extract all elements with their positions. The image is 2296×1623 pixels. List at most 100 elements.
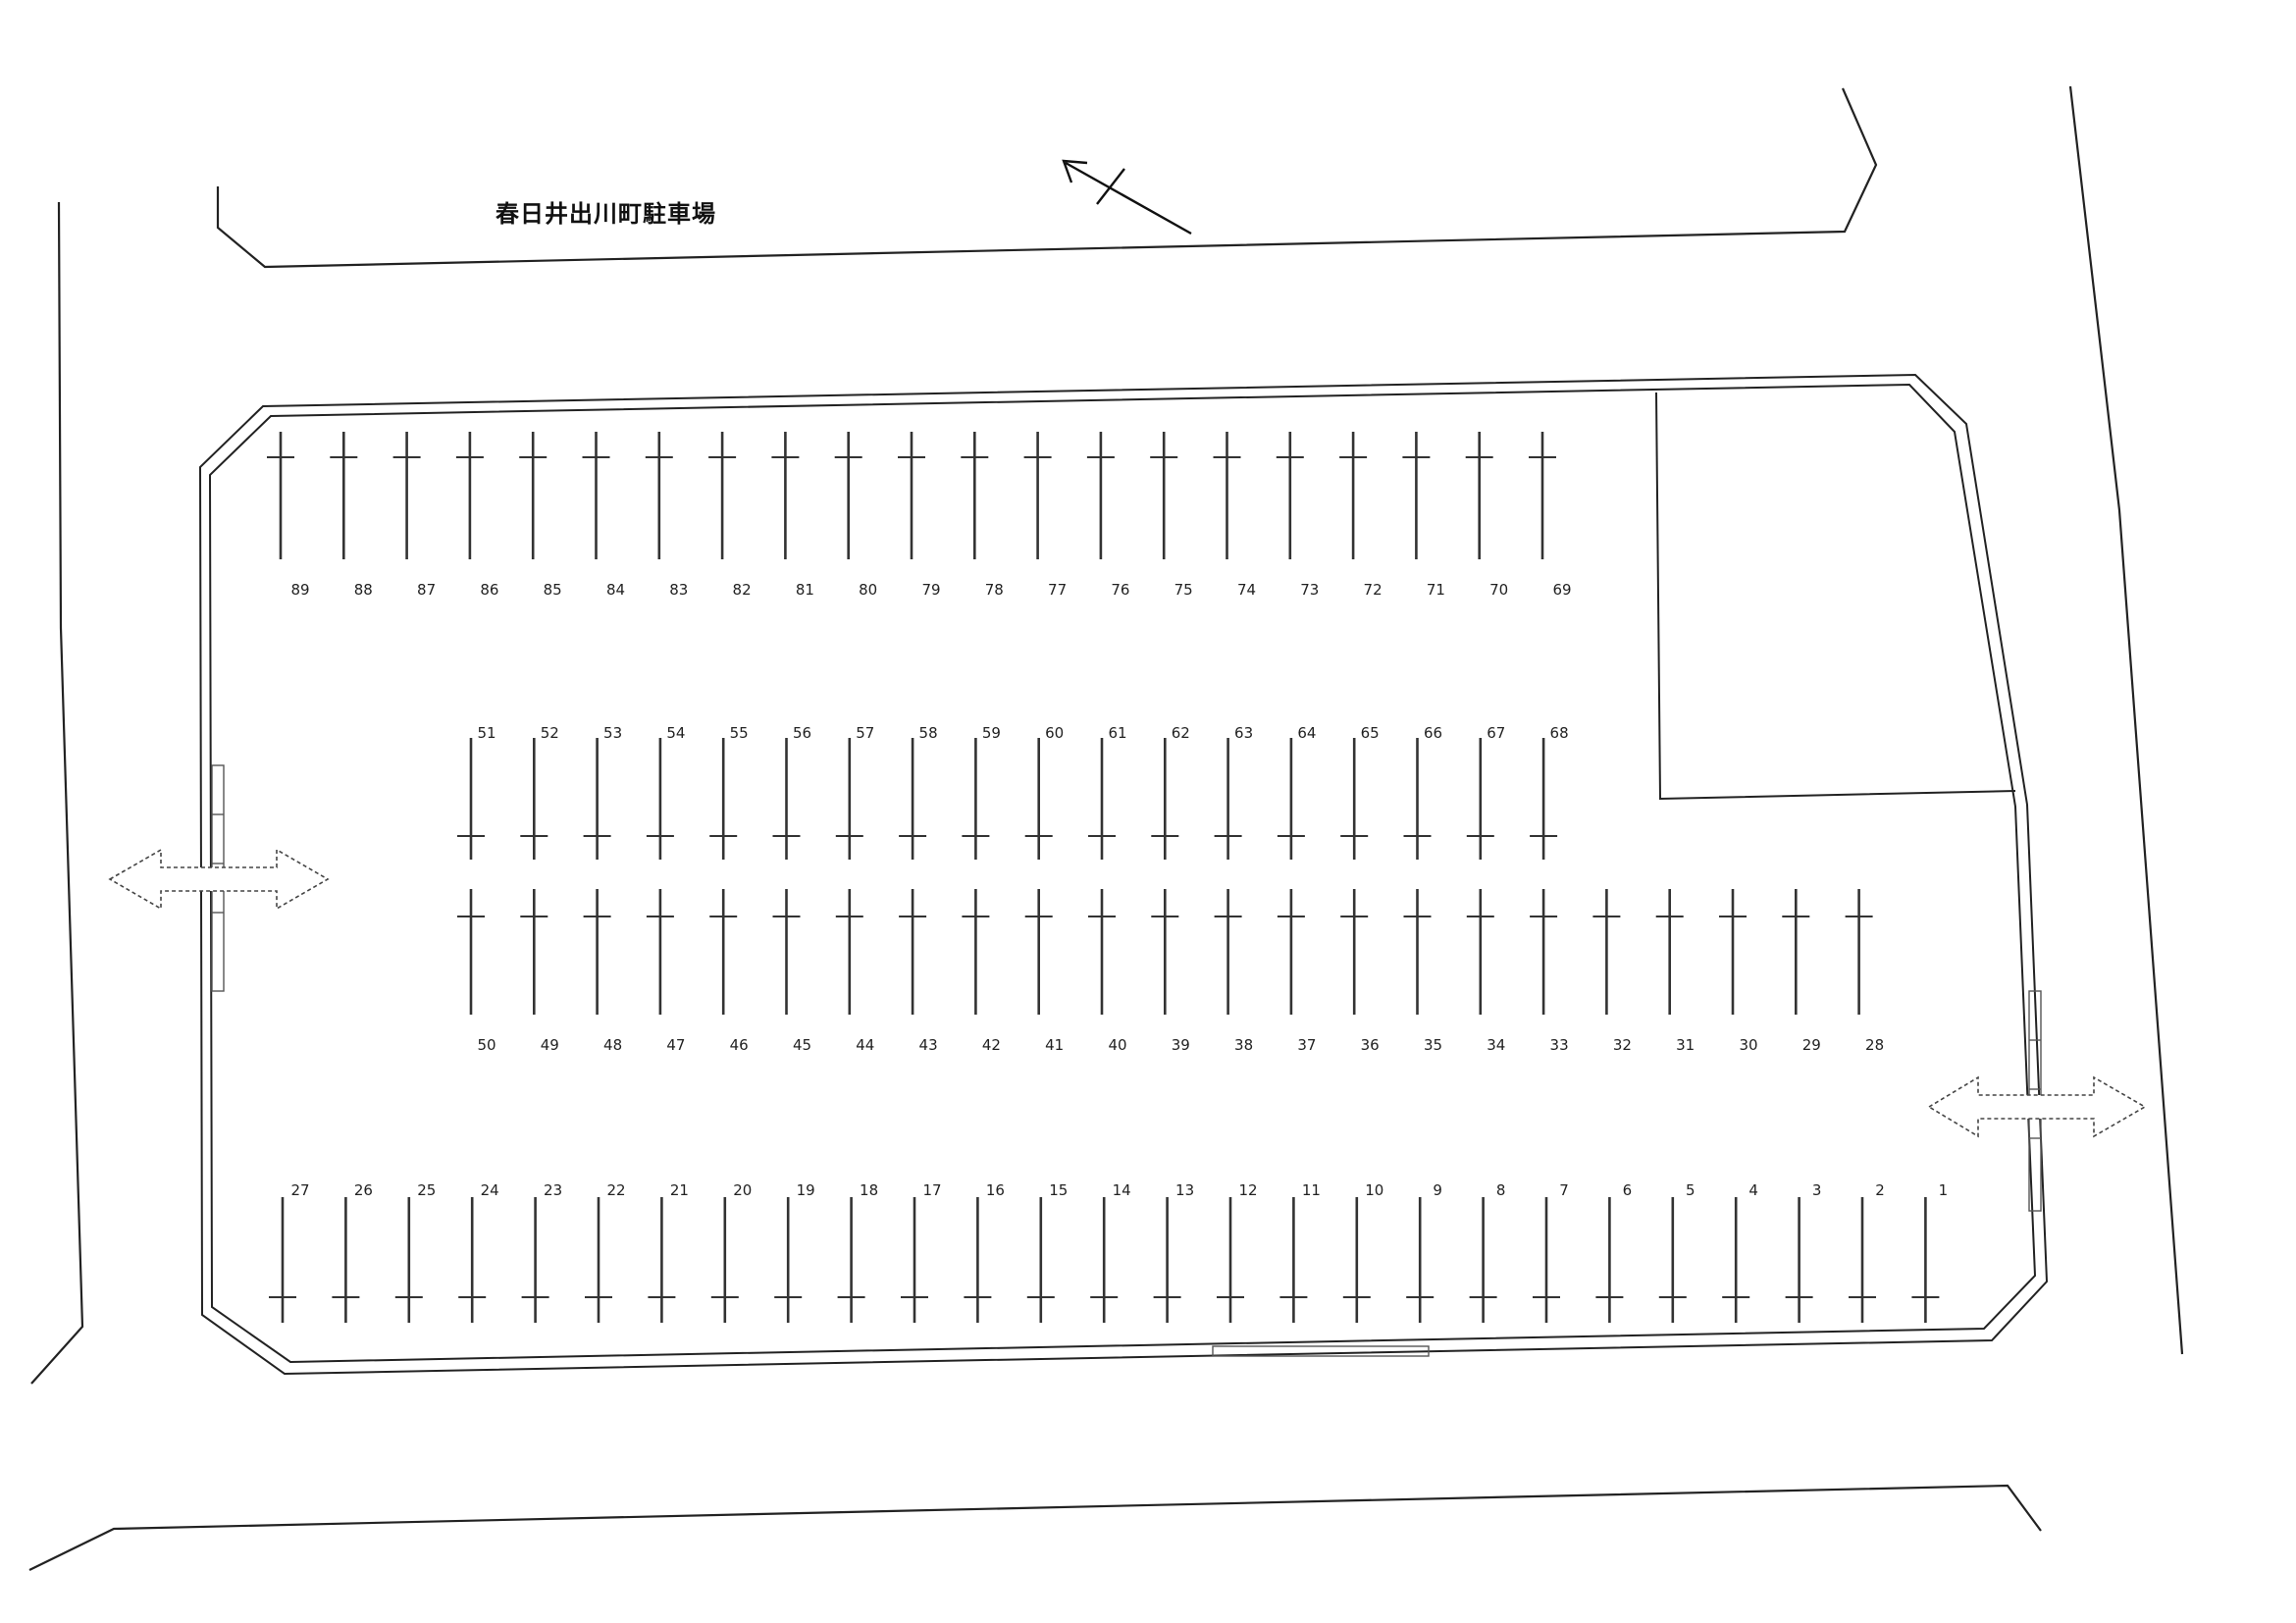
stall-number: 77 (1048, 581, 1067, 599)
stall-number: 56 (793, 724, 811, 742)
page-title: 春日井出川町駐車場 (496, 200, 716, 228)
stall-row-middle-upper: 51 52 53 54 55 56 57 58 59 60 61 62 63 64 65 66 67 68 (457, 724, 1569, 860)
stall-number: 4 (1748, 1181, 1758, 1199)
stall-number: 88 (354, 581, 373, 599)
stall-number: 5 (1686, 1181, 1696, 1199)
stall-row-top: 89 88 87 86 85 84 83 82 81 80 79 78 77 76 75 74 73 72 71 70… (267, 432, 1572, 599)
stall-number: 17 (922, 1181, 941, 1199)
stall-number: 39 (1172, 1036, 1190, 1054)
entrance-arrow-icon (108, 848, 330, 911)
stall-number: 46 (730, 1036, 749, 1054)
stall-number: 44 (856, 1036, 874, 1054)
stall-number: 30 (1739, 1036, 1757, 1054)
stall-number: 32 (1613, 1036, 1632, 1054)
stall-number: 71 (1427, 581, 1445, 599)
stall-number: 33 (1550, 1036, 1569, 1054)
lot-boundary (198, 373, 2049, 1376)
stall-number: 87 (417, 581, 436, 599)
stall-number: 72 (1364, 581, 1383, 599)
stall-number: 36 (1361, 1036, 1380, 1054)
stall-number: 26 (354, 1181, 373, 1199)
stall-number: 8 (1496, 1181, 1506, 1199)
stall-number: 65 (1361, 724, 1380, 742)
stall-number: 57 (856, 724, 874, 742)
stall-number: 60 (1045, 724, 1064, 742)
stall-number: 28 (1865, 1036, 1884, 1054)
stall-number: 19 (797, 1181, 815, 1199)
stall-number: 89 (290, 581, 309, 599)
stall-number: 41 (1045, 1036, 1064, 1054)
stall-number: 64 (1297, 724, 1316, 742)
stall-number: 84 (606, 581, 625, 599)
stall-number: 16 (986, 1181, 1005, 1199)
stall-number: 21 (670, 1181, 689, 1199)
stall-number: 76 (1111, 581, 1129, 599)
stall-number: 34 (1487, 1036, 1505, 1054)
stall-number: 40 (1108, 1036, 1126, 1054)
stall-number: 73 (1300, 581, 1319, 599)
stall-number: 75 (1174, 581, 1193, 599)
stall-number: 69 (1552, 581, 1571, 599)
stall-number: 86 (480, 581, 498, 599)
stall-number: 51 (477, 724, 496, 742)
stall-number: 38 (1234, 1036, 1253, 1054)
stall-number: 25 (417, 1181, 436, 1199)
stall-number: 48 (603, 1036, 622, 1054)
stall-number: 18 (860, 1181, 878, 1199)
stall-number: 58 (919, 724, 938, 742)
gate-markings (211, 764, 2042, 1357)
stall-number: 54 (666, 724, 685, 742)
stall-number: 50 (477, 1036, 496, 1054)
stall-number: 52 (541, 724, 559, 742)
stall-number: 11 (1302, 1181, 1321, 1199)
stall-number: 79 (921, 581, 940, 599)
stall-number: 47 (666, 1036, 685, 1054)
stall-number: 83 (669, 581, 688, 599)
stall-number: 15 (1049, 1181, 1068, 1199)
stall-number: 29 (1802, 1036, 1821, 1054)
stall-number: 59 (982, 724, 1001, 742)
stall-number: 68 (1550, 724, 1569, 742)
stall-number: 42 (982, 1036, 1001, 1054)
stall-number: 7 (1559, 1181, 1569, 1199)
stall-row-middle-lower: 50 49 48 47 46 45 44 43 42 41 40 39 38 37 36 35 34 33 32 31… (457, 889, 1884, 1054)
stall-number: 3 (1812, 1181, 1822, 1199)
stall-number: 70 (1489, 581, 1508, 599)
stall-number: 43 (919, 1036, 938, 1054)
stall-number: 82 (733, 581, 752, 599)
stall-number: 61 (1108, 724, 1126, 742)
stall-number: 62 (1172, 724, 1190, 742)
stall-number: 12 (1238, 1181, 1257, 1199)
stall-number: 13 (1175, 1181, 1194, 1199)
stall-number: 31 (1676, 1036, 1695, 1054)
stall-number: 55 (730, 724, 749, 742)
stall-number: 22 (606, 1181, 625, 1199)
stall-number: 63 (1234, 724, 1253, 742)
stall-number: 14 (1113, 1181, 1131, 1199)
stall-number: 74 (1237, 581, 1256, 599)
stall-number: 80 (859, 581, 877, 599)
stall-number: 53 (603, 724, 622, 742)
stall-number: 78 (985, 581, 1004, 599)
stall-number: 24 (481, 1181, 499, 1199)
stall-number: 66 (1424, 724, 1442, 742)
stall-number: 37 (1297, 1036, 1316, 1054)
stall-number: 9 (1433, 1181, 1442, 1199)
north-arrow-icon (1062, 159, 1192, 236)
stall-number: 6 (1623, 1181, 1633, 1199)
entrance-arrow-icon (1927, 1075, 2147, 1138)
stall-number: 10 (1365, 1181, 1383, 1199)
stall-number: 2 (1875, 1181, 1885, 1199)
stall-number: 67 (1487, 724, 1505, 742)
stall-number: 45 (793, 1036, 811, 1054)
stall-number: 81 (796, 581, 814, 599)
stall-number: 27 (290, 1181, 309, 1199)
road-outlines (28, 85, 2184, 1571)
stall-number: 23 (544, 1181, 562, 1199)
stall-number: 85 (544, 581, 562, 599)
stall-number: 35 (1424, 1036, 1442, 1054)
stall-number: 20 (733, 1181, 752, 1199)
stall-number: 49 (541, 1036, 559, 1054)
